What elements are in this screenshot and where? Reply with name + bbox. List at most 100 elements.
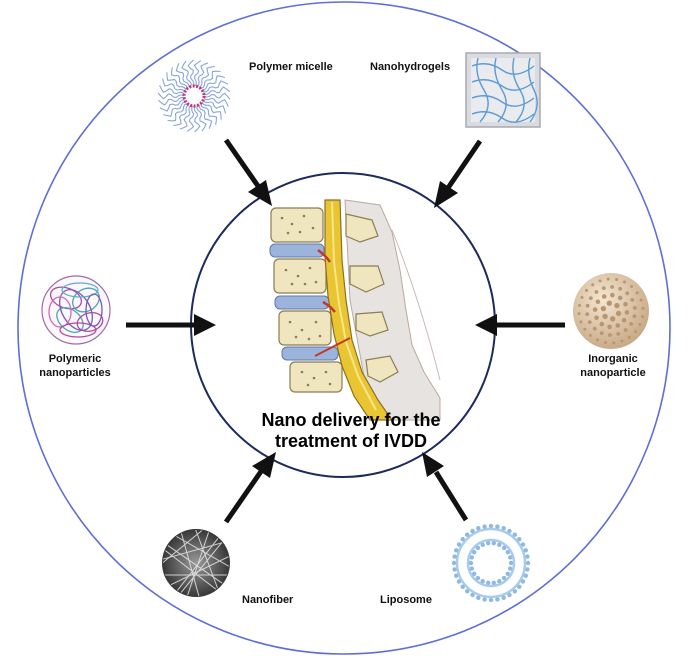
lipid-head <box>451 560 457 566</box>
lipid-head <box>460 537 465 542</box>
nanoparticle-pore <box>585 312 590 316</box>
lipid-head <box>512 589 517 594</box>
nanoparticle-pore <box>583 327 587 331</box>
nanoparticle-pore <box>585 303 590 308</box>
nanoparticle-pore <box>621 317 627 323</box>
nanoparticle-pore <box>599 331 604 336</box>
lipid-head <box>523 548 528 553</box>
nanoparticle-pore <box>592 307 598 312</box>
nanoparticle-pore <box>592 326 597 331</box>
nanoparticle-pore <box>630 298 635 302</box>
nanoparticle-pore <box>638 323 642 326</box>
lipid-head <box>508 566 513 571</box>
nanoparticle-pore <box>641 306 645 310</box>
micelle-strand <box>179 105 192 130</box>
micelle-strand <box>193 105 201 133</box>
micelle-strand <box>162 101 187 117</box>
nanohydrogel-icon <box>465 52 541 128</box>
nanoparticle-pore <box>624 310 630 315</box>
lipid-head <box>456 542 462 547</box>
label-polymeric-nanoparticles-line2: nanoparticles <box>39 367 111 379</box>
micelle-strand <box>159 85 185 95</box>
nanoparticle-pore <box>623 301 628 307</box>
lipid-head <box>465 532 470 537</box>
lipid-head <box>517 537 522 542</box>
arrows <box>126 138 565 524</box>
micelle-strand <box>193 60 202 87</box>
nanoparticle-pore <box>596 338 599 342</box>
lipid-head <box>475 545 481 551</box>
label-polymer-micelle: Polymer micelle <box>249 61 333 73</box>
lipid-head <box>505 550 510 555</box>
lipid-head <box>480 542 485 547</box>
nanoparticle-pore <box>610 292 615 298</box>
nanoparticle-pore <box>627 335 631 339</box>
nanoparticle-pore <box>588 296 593 300</box>
micelle-strand <box>187 59 195 87</box>
nanoparticle-pore <box>625 291 630 296</box>
inorganic-nanoparticle-icon <box>573 273 649 349</box>
lipid-head <box>460 584 465 589</box>
nanoparticle-pore <box>630 285 634 288</box>
lipid-head <box>525 560 531 566</box>
lipid-head <box>470 528 475 534</box>
nanoparticle-pore <box>601 286 606 290</box>
label-nanohydrogels: Nanohydrogels <box>370 61 451 73</box>
micelle-strand <box>181 60 192 87</box>
lipid-head <box>501 595 506 600</box>
nanoparticle-pore <box>614 302 620 309</box>
arrow-from-liposome <box>422 452 469 522</box>
arrow-from-nanohydrogels <box>434 139 483 208</box>
lipid-head <box>472 550 477 555</box>
nanoparticle-pore <box>602 313 608 320</box>
lipid-head <box>454 548 459 553</box>
lipid-head <box>454 573 459 578</box>
nanoparticle-pore <box>607 324 612 330</box>
label-polymeric-nanoparticles-line1: Polymeric <box>48 353 102 365</box>
polymeric-nanoparticle-icon <box>41 275 111 345</box>
lipid-head <box>491 580 496 585</box>
micelle-strand <box>203 80 229 93</box>
nanoparticle-pore <box>579 320 583 324</box>
nanoparticle-pore <box>598 279 602 283</box>
nanoparticle-pore <box>632 306 637 310</box>
nanoparticle-pore <box>634 330 637 334</box>
label-nanofiber: Nanofiber <box>242 594 294 606</box>
nanoparticle-pore <box>617 295 623 301</box>
arrow-from-polymeric-nanoparticles <box>126 314 216 336</box>
liposome-icon <box>451 523 531 603</box>
micelle-strand <box>170 67 188 89</box>
lipid-head <box>452 554 457 559</box>
arrow-from-nanofiber <box>223 452 276 524</box>
nanoparticle-pore <box>608 333 612 337</box>
micelle-strand <box>196 62 209 87</box>
lipid-head <box>486 541 491 546</box>
lipid-head <box>486 580 491 585</box>
label-inorganic-nanoparticle-line1: Inorganic <box>588 353 638 365</box>
nanoparticle-pore <box>615 278 619 281</box>
micelle-core <box>182 84 206 108</box>
lipid-head <box>452 567 457 572</box>
nanoparticle-pore <box>610 285 614 289</box>
nanoparticle-pore <box>615 323 621 328</box>
nanoparticle-pore <box>599 321 605 327</box>
nanoparticle-pore <box>606 300 612 306</box>
lipid-head <box>501 526 506 531</box>
lipid-head <box>468 560 474 566</box>
center-title-line2: treatment of IVDD <box>274 431 427 451</box>
micelle-strand <box>196 105 207 132</box>
nanoparticle-pore <box>603 341 607 344</box>
lipid-head <box>508 560 514 566</box>
nanoparticle-pore <box>601 294 607 299</box>
lipid-head <box>470 592 475 598</box>
nanoparticle-pore <box>615 310 622 317</box>
micelle-strand <box>200 70 221 90</box>
micelle-strand <box>157 96 185 106</box>
lipid-head <box>512 532 517 537</box>
micelle-strand <box>201 75 226 91</box>
nanoparticle-pore <box>623 328 628 332</box>
lipid-head <box>495 597 500 602</box>
polymer-micelle-icon <box>157 59 231 133</box>
micelle-strand <box>198 104 213 129</box>
